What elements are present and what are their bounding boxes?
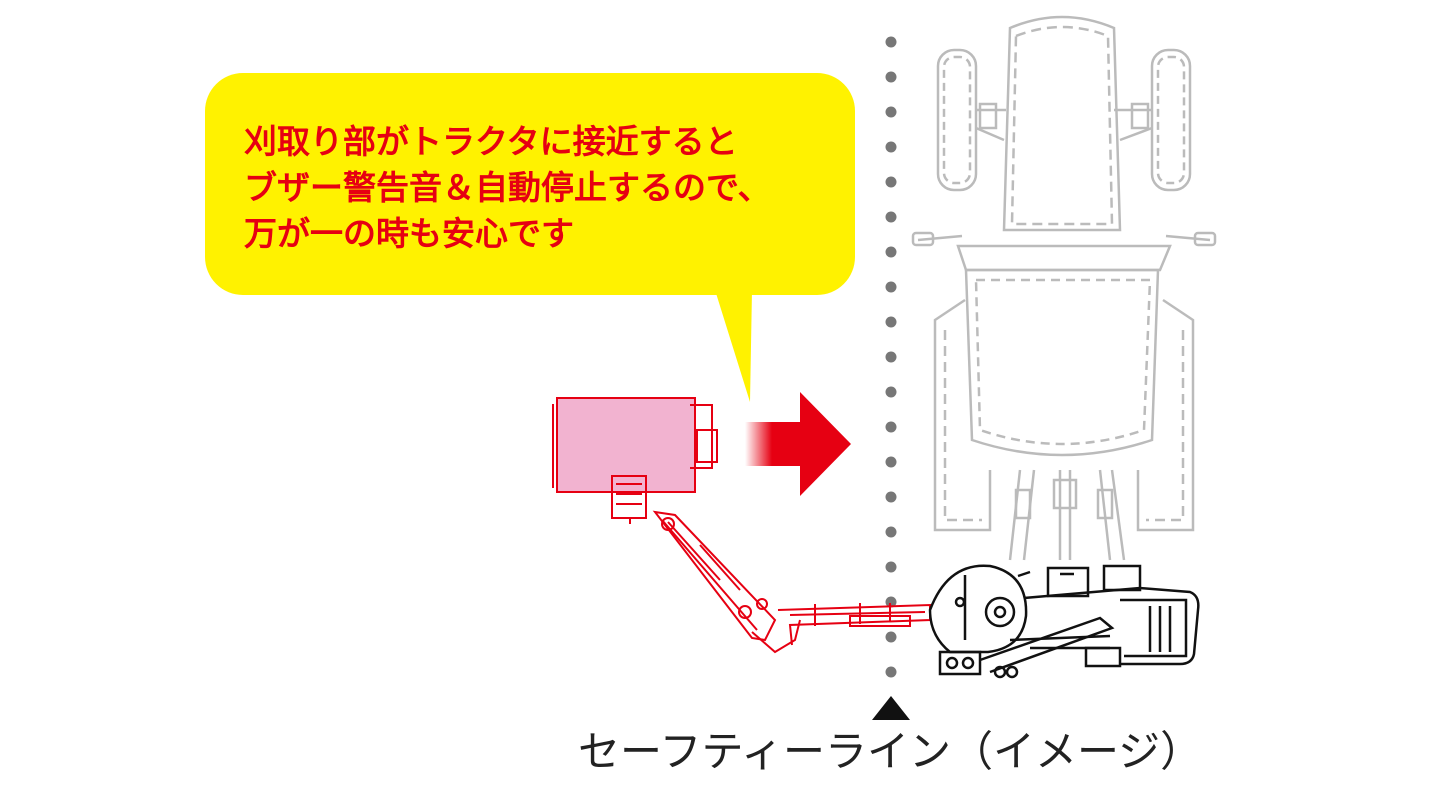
mower-head-illustration: [552, 397, 718, 524]
safety-line-marker-icon: [872, 696, 910, 720]
safety-line-dot: [885, 281, 897, 293]
callout-text: 刈取り部がトラクタに接近すると ブザー警告音＆自動停止するので、 万が一の時も安…: [244, 119, 844, 257]
safety-line-dot: [885, 386, 897, 398]
callout-line: ブザー警告音＆自動停止するので、: [244, 168, 771, 207]
safety-line-dot: [885, 631, 897, 643]
callout-line: 万が一の時も安心です: [244, 214, 574, 253]
safety-line-dot: [885, 666, 897, 678]
approach-arrow-icon: [745, 392, 851, 496]
safety-line-dot: [885, 421, 897, 433]
safety-line-dot: [885, 141, 897, 153]
safety-line-dot: [885, 211, 897, 223]
tractor-illustration: [911, 15, 1217, 561]
safety-line-dot: [885, 491, 897, 503]
safety-line-dot: [885, 246, 897, 258]
safety-line-dot: [885, 351, 897, 363]
mower-base-illustration: [928, 564, 1200, 679]
safety-line-dot: [885, 176, 897, 188]
safety-line: [885, 36, 897, 678]
speech-bubble: [205, 73, 855, 402]
safety-line-dot: [885, 456, 897, 468]
safety-line-dot: [885, 71, 897, 83]
safety-line-caption: セーフティーライン（イメージ）: [578, 727, 1203, 776]
safety-line-dot: [885, 316, 897, 328]
safety-line-dot: [885, 526, 897, 538]
safety-line-dot: [885, 561, 897, 573]
safety-line-dot: [885, 106, 897, 118]
safety-line-dot: [885, 36, 897, 48]
callout-line: 刈取り部がトラクタに接近すると: [244, 122, 738, 161]
safety-line-dot: [885, 596, 897, 608]
